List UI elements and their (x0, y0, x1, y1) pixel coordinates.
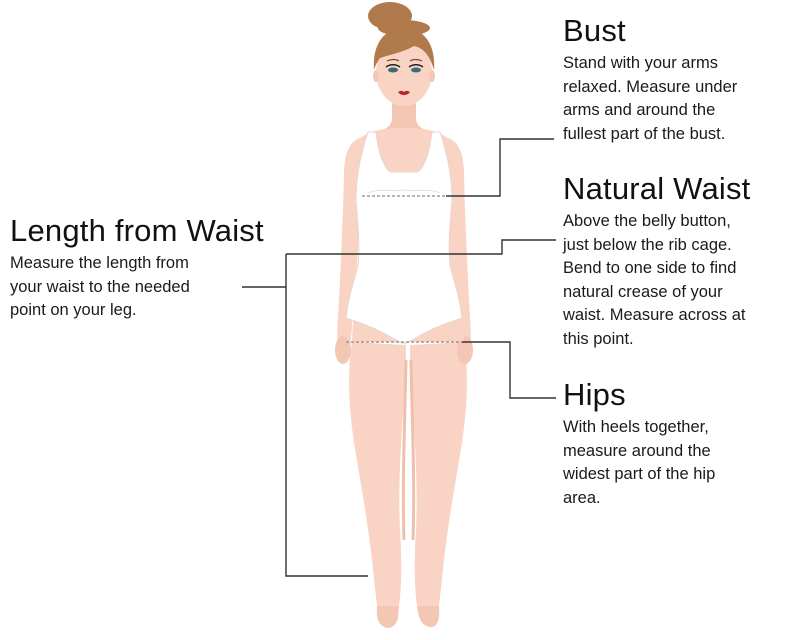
hips-line: widest part of the hip (563, 465, 716, 483)
waist-line: just below the rib cage. (563, 235, 732, 254)
right-foot (417, 606, 440, 628)
swimsuit (345, 131, 463, 345)
length-line: Measure the length from (10, 254, 189, 272)
face (376, 38, 432, 106)
hips-description: With heels together, measure around the … (563, 416, 788, 510)
bust-description: Stand with your arms relaxed. Measure un… (563, 52, 788, 146)
hair (373, 28, 435, 70)
length-line: your waist to the needed (10, 277, 190, 296)
waist-line: Above the belly button, (563, 212, 731, 230)
bust-heading: Bust (563, 13, 626, 48)
waist-line: Bend to one side to find (563, 259, 737, 277)
woman-figure (335, 2, 473, 628)
left-foot (376, 606, 399, 628)
right-leg (410, 342, 467, 612)
length-line: point on your leg. (10, 301, 137, 319)
bust-line: relaxed. Measure under (563, 77, 738, 96)
length-leader-line (285, 254, 368, 577)
left-eye (388, 67, 398, 73)
waist-leader-line (286, 239, 556, 255)
bust-line: fullest part of the bust. (563, 124, 726, 143)
waist-line: natural crease of your (563, 282, 723, 301)
hips-annotation: Hips With heels together, measure around… (563, 378, 788, 510)
bust-line: Stand with your arms (563, 54, 718, 72)
length-from-waist-heading: Length from Waist (10, 213, 264, 248)
length-from-waist-annotation: Length from Waist Measure the length fro… (10, 214, 295, 323)
right-hand (457, 336, 473, 364)
right-eye (411, 67, 421, 73)
bust-annotation: Bust Stand with your arms relaxed. Measu… (563, 14, 788, 146)
hips-heading: Hips (563, 377, 626, 412)
hips-leader-line (462, 341, 556, 399)
hips-line: measure around the (563, 441, 711, 460)
lips (398, 90, 410, 95)
left-leg (349, 342, 406, 612)
length-from-waist-description: Measure the length from your waist to th… (10, 252, 295, 323)
waist-line: this point. (563, 329, 634, 348)
natural-waist-description: Above the belly button, just below the r… (563, 210, 791, 351)
hips-line: With heels together, (563, 418, 709, 436)
hips-line: area. (563, 488, 601, 507)
bust-leader-line (446, 138, 554, 197)
waist-line: waist. Measure across at (563, 306, 746, 324)
bust-line: arms and around the (563, 101, 716, 119)
left-hand (335, 336, 351, 364)
natural-waist-annotation: Natural Waist Above the belly button, ju… (563, 172, 791, 351)
natural-waist-heading: Natural Waist (563, 171, 751, 206)
